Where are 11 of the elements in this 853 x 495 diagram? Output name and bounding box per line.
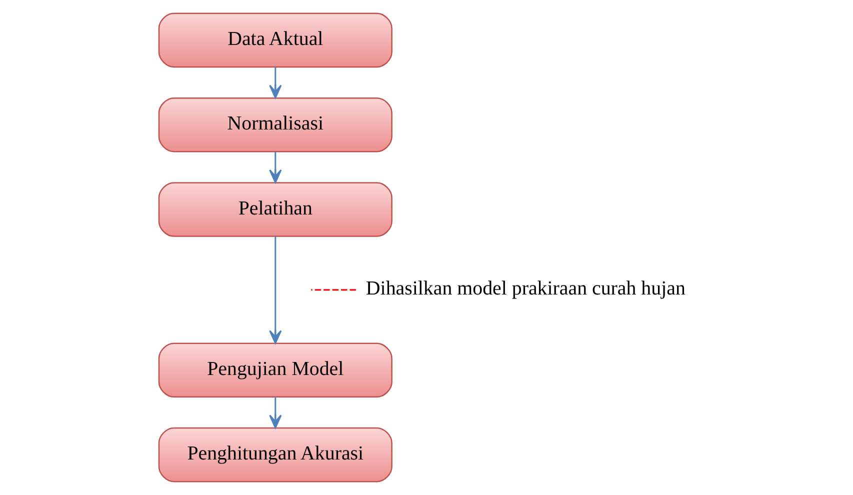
node-box: Data Aktual (158, 12, 392, 68)
arrow (268, 66, 282, 99)
arrow (268, 152, 282, 184)
node-text: Dihasilkan model prakiraan curah hujan (365, 278, 685, 300)
node-box: Pelatihan (158, 182, 392, 237)
node-box: Penghitungan Akurasi (158, 427, 392, 482)
connector (310, 289, 356, 291)
arrow (268, 236, 282, 344)
node-box: Pengujian Model (158, 342, 392, 398)
arrow (268, 396, 282, 428)
node-box: Normalisasi (158, 97, 392, 152)
